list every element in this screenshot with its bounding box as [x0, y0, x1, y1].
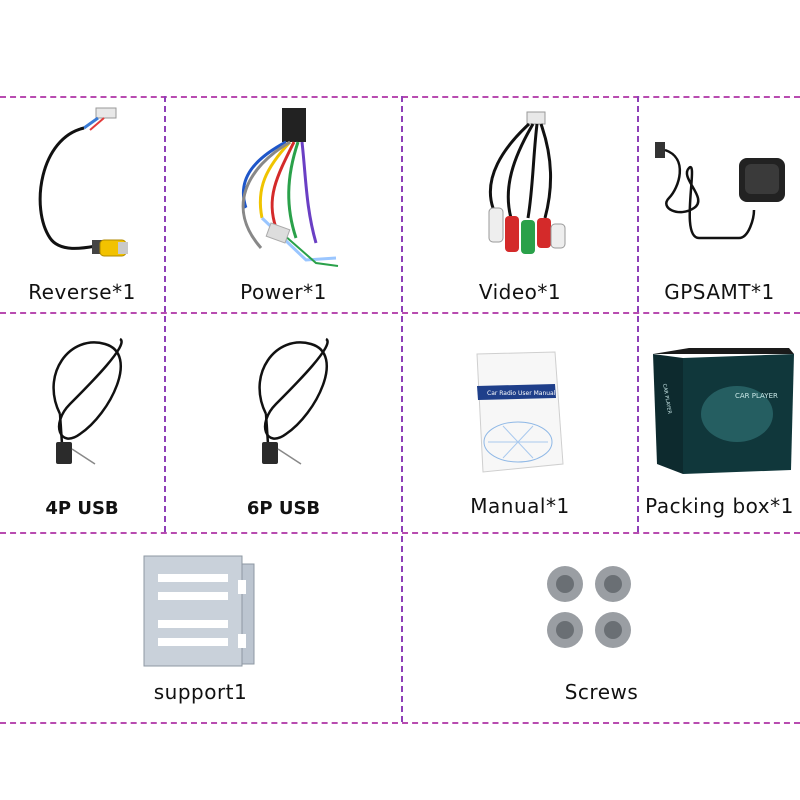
item-screws: Screws [403, 534, 800, 722]
label-6p-usb: 6P USB [246, 498, 321, 519]
item-video-cable: Video*1 [403, 98, 637, 312]
packing-box-image: CAR PLAYER CAR PLAYER [653, 348, 794, 474]
label-manual: Manual*1 [470, 494, 570, 518]
reverse-cable-image [38, 107, 128, 257]
box-side-text: CAR PLAYER [661, 383, 672, 415]
label-reverse: Reverse*1 [28, 280, 136, 304]
item-manual: Car Radio User Manual Manual*1 [403, 314, 637, 532]
screws-image [547, 566, 631, 648]
divider-row-2 [0, 532, 800, 534]
divider-row-1 [0, 312, 800, 314]
item-gps-antenna: GPSAMT*1 [639, 98, 800, 312]
label-packing-box: Packing box*1 [645, 494, 794, 518]
manual-cover-title: Car Radio User Manual [487, 390, 556, 397]
divider-bottom [0, 722, 800, 724]
usb-6p-cable-image [258, 337, 329, 465]
box-front-text: CAR PLAYER [735, 392, 778, 400]
divider-col-3 [637, 96, 639, 532]
power-harness-image [241, 108, 339, 267]
label-screws: Screws [564, 680, 639, 704]
screw-2 [595, 566, 631, 602]
label-power: Power*1 [240, 280, 327, 304]
item-support-bracket: support1 [0, 534, 401, 722]
support-bracket-image [143, 555, 255, 667]
label-gps: GPSAMT*1 [664, 280, 775, 304]
screw-4 [595, 612, 631, 648]
item-6p-usb: 6P USB [166, 314, 401, 532]
gps-antenna-image [655, 142, 785, 240]
screw-3 [547, 612, 583, 648]
divider-col-2 [401, 96, 403, 722]
item-power-harness: Power*1 [166, 98, 401, 312]
divider-top [0, 96, 800, 98]
item-packing-box: CAR PLAYER CAR PLAYER Packing box*1 [639, 314, 800, 532]
video-cable-image [488, 111, 566, 254]
divider-col-1 [164, 96, 166, 532]
label-video: Video*1 [478, 280, 562, 304]
manual-image: Car Radio User Manual [476, 351, 564, 473]
label-4p-usb: 4P USB [45, 498, 119, 519]
item-reverse-cable: Reverse*1 [0, 98, 164, 312]
usb-4p-cable-image [52, 337, 123, 465]
screw-1 [547, 566, 583, 602]
item-4p-usb: 4P USB [0, 314, 164, 532]
label-support: support1 [153, 680, 248, 704]
